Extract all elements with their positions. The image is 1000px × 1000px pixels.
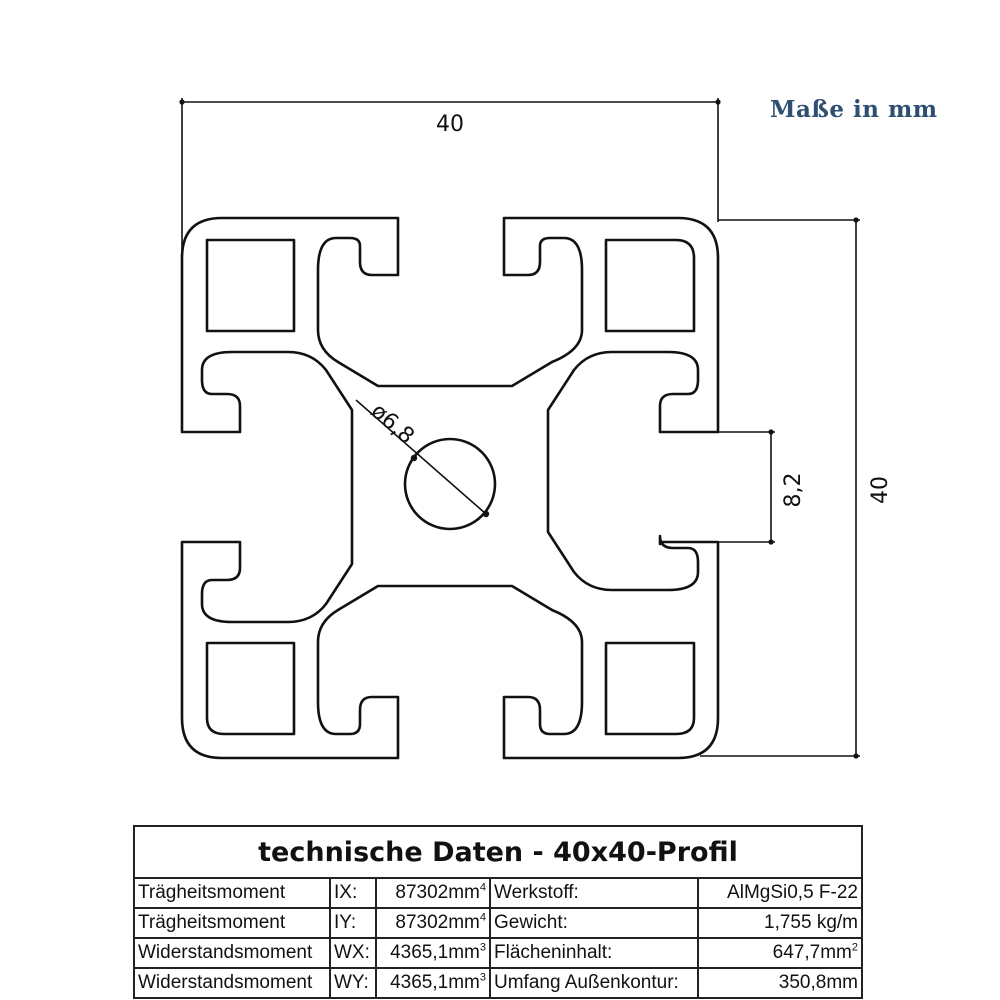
table-row: Widerstandsmoment WY: 4365,1mm3 Umfang A… [133,967,863,999]
property-name: Widerstandsmoment [133,967,331,999]
cavity-top-right [604,238,696,333]
property-name: Trägheitsmoment [133,877,331,909]
profile-drawing: 40 40 8,2 ø6,8 [179,98,893,760]
height-dimension-label: 40 [868,476,893,504]
bore-dimension-line [355,399,487,515]
cavity-bottom-right [604,641,696,736]
weight-value: 1,755 kg/m [697,907,863,939]
perimeter-value: 350,8mm [697,967,863,999]
property-name: Trägheitsmoment [133,907,331,939]
bore-dimension-label: ø6,8 [366,399,419,450]
cavity-bottom-left [205,641,296,736]
property-symbol: IY: [329,907,377,939]
area-label: Flächeninhalt: [489,937,699,969]
property-value: 4365,1mm3 [375,937,491,969]
technical-data-table: technische Daten - 40x40-Profil Trägheit… [133,825,863,999]
table-row: Trägheitsmoment IX: 87302mm4 Werkstoff: … [133,877,863,909]
table-row: Trägheitsmoment IY: 87302mm4 Gewicht: 1,… [133,907,863,939]
profile-outer-contour [180,216,720,760]
unit-note: Maße in mm [770,96,938,123]
weight-label: Gewicht: [489,907,699,939]
property-symbol: WX: [329,937,377,969]
slot-dimension-label: 8,2 [781,473,806,508]
property-value: 87302mm4 [375,907,491,939]
material-value: AlMgSi0,5 F-22 [697,877,863,909]
table-row: Widerstandsmoment WX: 4365,1mm3 Flächeni… [133,937,863,969]
table-title: technische Daten - 40x40-Profil [133,825,863,879]
property-value: 87302mm4 [375,877,491,909]
property-name: Widerstandsmoment [133,937,331,969]
property-value: 4365,1mm3 [375,967,491,999]
material-label: Werkstoff: [489,877,699,909]
perimeter-label: Umfang Außenkontur: [489,967,699,999]
property-symbol: WY: [329,967,377,999]
center-bore [403,437,497,531]
property-symbol: IX: [329,877,377,909]
cavity-top-left [205,238,296,333]
table-title-row: technische Daten - 40x40-Profil [133,825,863,879]
area-value: 647,7mm2 [697,937,863,969]
width-dimension-label: 40 [436,112,464,137]
